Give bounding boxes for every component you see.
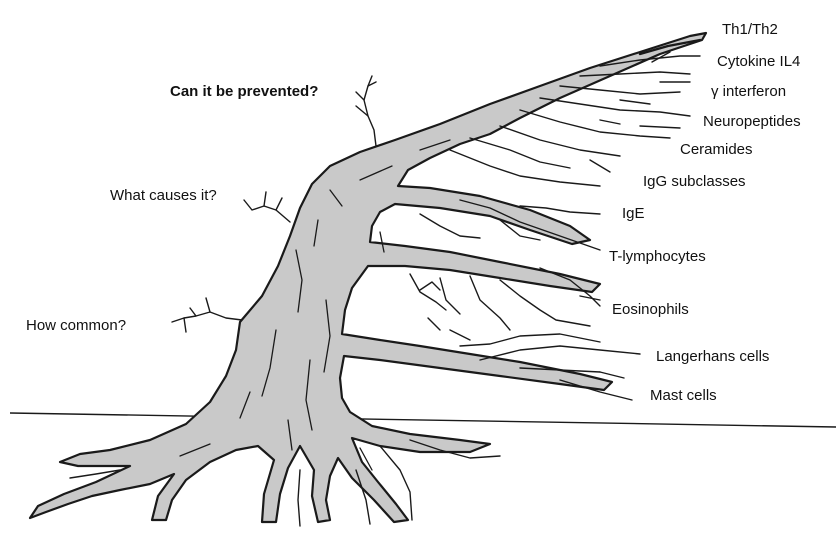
branch-label-t-lymphocytes: T-lymphocytes [609,248,706,265]
branch-label-langerhans-cells: Langerhans cells [656,348,769,365]
label-can-it-be-prevented: Can it be prevented? [170,83,318,100]
tree-trunk [28,31,708,524]
branch-label-gamma-interferon: γ interferon [711,83,786,100]
branch-label-ige: IgE [622,205,645,222]
label-how-common: How common? [26,317,126,334]
bark-texture [179,139,451,471]
crown-twigs [449,38,702,187]
branch-label-igg-subclasses: IgG subclasses [643,173,746,190]
label-what-causes-it: What causes it? [110,187,217,204]
question-twigs [171,75,377,333]
branch-label-cytokine-il4: Cytokine IL4 [717,53,800,70]
branch-label-mast-cells: Mast cells [650,387,717,404]
ground-line [9,412,837,428]
branch-label-eosinophils: Eosinophils [612,301,689,318]
root-tendrils [69,439,501,527]
limb-twigs [409,199,641,401]
branch-label-th1-th2: Th1/Th2 [722,21,778,38]
branch-label-ceramides: Ceramides [680,141,753,158]
branch-label-neuropeptides: Neuropeptides [703,113,801,130]
